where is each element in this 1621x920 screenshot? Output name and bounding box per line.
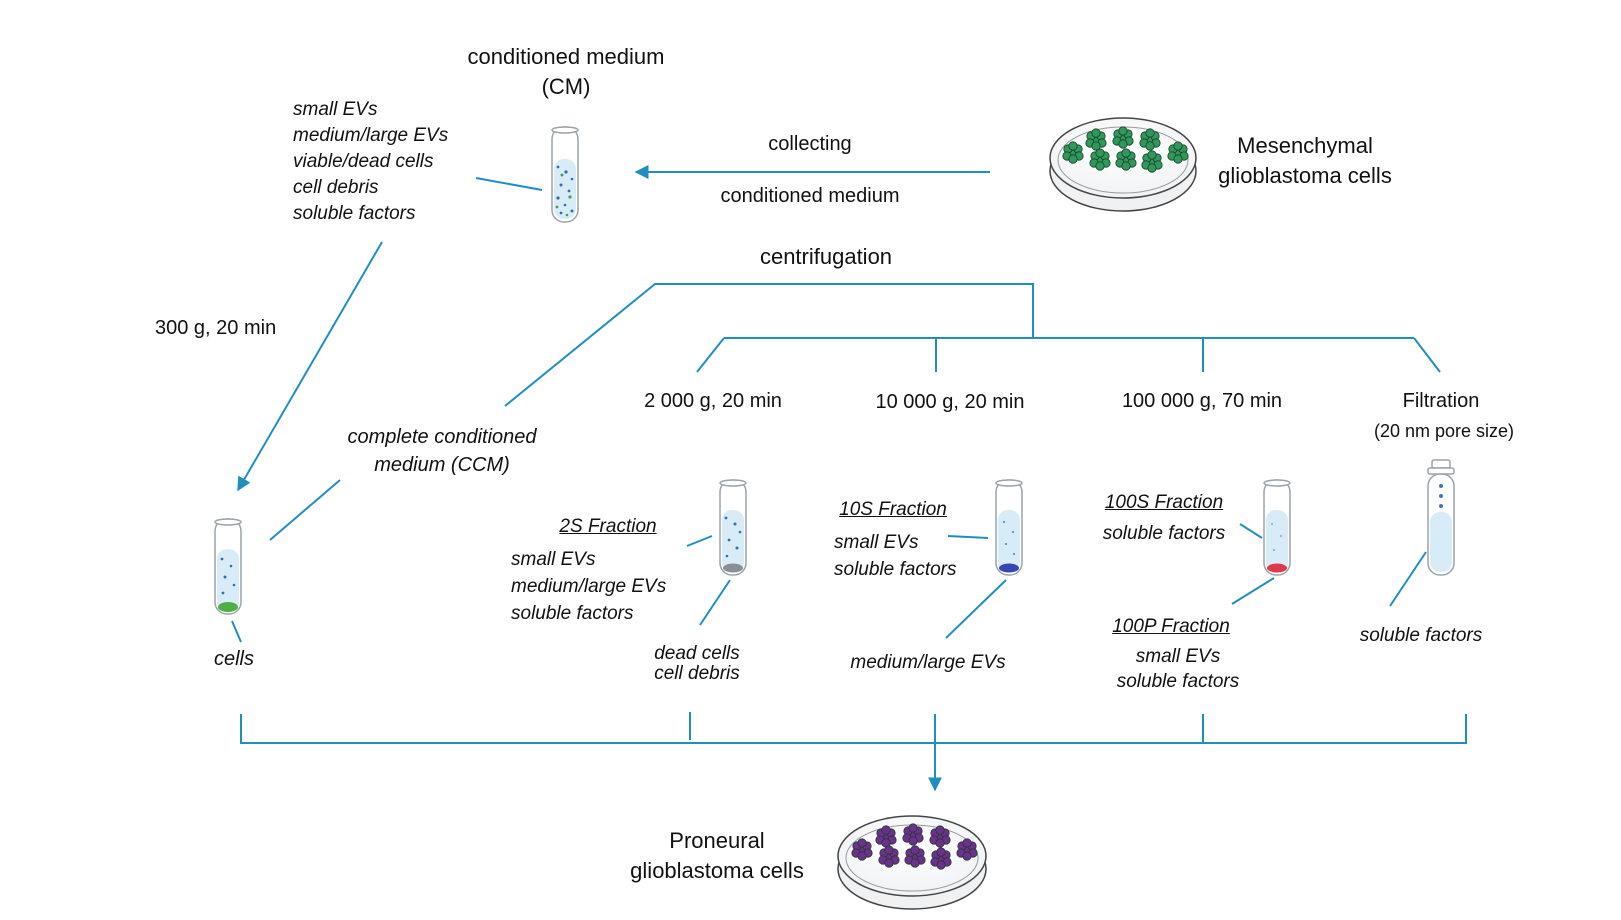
fraction-100s-title: 100S Fraction: [1104, 492, 1224, 513]
fraction-10s-list: small EVs soluble factors: [834, 529, 957, 583]
ccm-label-line1: complete conditioned: [347, 426, 537, 448]
fraction-item: soluble factors: [511, 603, 634, 624]
conditioned-medium-label: conditioned medium: [720, 185, 900, 207]
fraction-item: small EVs: [834, 532, 919, 553]
branch-filtration: [1413, 337, 1441, 373]
cm-contents-list: small EVs medium/large EVs viable/dead c…: [293, 97, 448, 227]
collecting-label: collecting: [768, 133, 852, 155]
collection-bracket: [240, 714, 1467, 744]
cells-label: cells: [213, 648, 255, 670]
fraction-2s-list: small EVs medium/large EVs soluble facto…: [511, 546, 666, 627]
filtration-label: Filtration: [1402, 390, 1480, 412]
branch-2000g: [696, 337, 725, 373]
cm-content-item: small EVs: [293, 99, 378, 120]
mesenchymal-cell-cluster: [1139, 128, 1161, 151]
spin-300g-label: 300 g, 20 min: [155, 317, 277, 339]
dish-mesenchymal: [1049, 117, 1197, 212]
tube-filtration: [1427, 459, 1455, 576]
cm-content-item: cell debris: [293, 177, 379, 198]
fraction-item: small EVs: [511, 549, 596, 570]
fraction-10s-title: 10S Fraction: [839, 499, 947, 520]
centrifugation-title: centrifugation: [759, 244, 893, 269]
filtrate-pointer: [1389, 551, 1427, 607]
cm-content-item: viable/dead cells: [293, 151, 434, 172]
cm-abbr: (CM): [541, 74, 591, 99]
cm-title: conditioned medium: [467, 44, 665, 69]
spin-300g-arrow: [237, 241, 383, 492]
fraction-2s-title: 2S Fraction: [559, 516, 657, 537]
f100p-pointer: [1231, 577, 1275, 605]
step-10000g: 10 000 g, 20 min: [875, 391, 1025, 413]
f2s-pellet-pointer: [699, 579, 731, 626]
pellet-10s-label: medium/large EVs: [850, 652, 1006, 673]
proneural-cell-cluster: [930, 847, 952, 870]
pellet-2s-line2: cell debris: [654, 663, 740, 684]
tube-2s: [719, 479, 747, 576]
mesenchymal-cell-cluster: [1141, 150, 1163, 173]
fraction-100p-title: 100P Fraction: [1112, 616, 1230, 637]
pellet-2s-line1: dead cells: [654, 643, 740, 664]
fraction-100p-item: small EVs: [1135, 646, 1221, 667]
step-2000g: 2 000 g, 20 min: [644, 390, 782, 412]
mesenchymal-cell-cluster: [1115, 148, 1137, 171]
proneural-label-line1: Proneural: [669, 828, 765, 853]
fraction-100s-item: soluble factors: [1102, 523, 1226, 544]
mesenchymal-label-line1: Mesenchymal: [1237, 133, 1373, 158]
proneural-cell-cluster: [851, 838, 873, 861]
cm-contents-pointer: [475, 177, 543, 191]
mesenchymal-cell-cluster: [1062, 141, 1084, 164]
ccm-tube-pointer: [269, 479, 341, 541]
connector-lines: [231, 165, 1467, 792]
fraction-item: medium/large EVs: [511, 576, 667, 597]
tube-10s: [995, 479, 1023, 576]
proneural-cell-cluster: [904, 845, 926, 868]
f2s-pointer: [686, 535, 713, 547]
mesenchymal-cell-cluster: [1167, 141, 1189, 164]
proneural-cell-cluster: [902, 823, 924, 846]
proneural-cell-cluster: [929, 825, 951, 848]
dish-proneural: [837, 815, 987, 910]
cells-pointer: [231, 620, 242, 643]
tube-ccm-cells: [214, 518, 242, 615]
mesenchymal-cell-cluster: [1089, 148, 1111, 171]
f100s-pointer: [1239, 523, 1263, 539]
f10s-pellet-pointer: [945, 579, 1007, 639]
step-100000g: 100 000 g, 70 min: [1121, 390, 1283, 412]
proneural-cell-cluster: [875, 825, 897, 848]
mesenchymal-cell-cluster: [1085, 128, 1107, 151]
cm-content-item: soluble factors: [293, 203, 416, 224]
cm-content-item: medium/large EVs: [293, 125, 449, 146]
proneural-label-line2: glioblastoma cells: [630, 858, 804, 883]
tube-100: [1263, 479, 1291, 576]
ccm-label-line2: medium (CCM): [374, 454, 510, 476]
fraction-100p-item: soluble factors: [1116, 671, 1240, 692]
tube-cm: [551, 126, 579, 223]
filtrate-label: soluble factors: [1359, 625, 1483, 646]
proneural-cell-cluster: [878, 845, 900, 868]
fraction-item: soluble factors: [834, 559, 957, 580]
mesenchymal-label-line2: glioblastoma cells: [1218, 163, 1392, 188]
mesenchymal-cell-cluster: [1112, 126, 1134, 149]
proneural-cell-cluster: [956, 838, 978, 861]
f10s-pointer: [947, 535, 989, 539]
pore-size-label: (20 nm pore size): [1373, 421, 1515, 441]
ccm-to-centrifugation-line: [504, 283, 1034, 407]
